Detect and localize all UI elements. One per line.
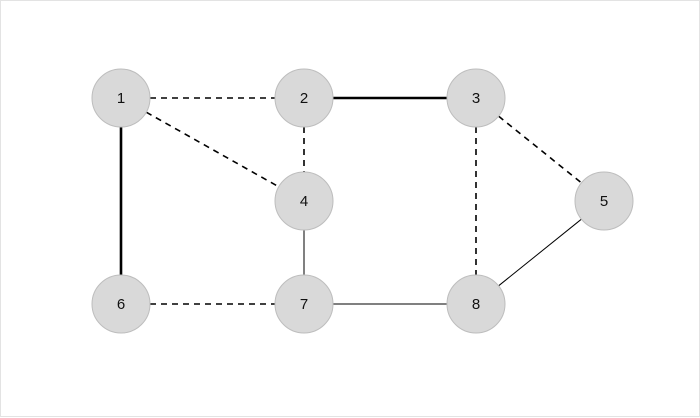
node-8: 8 [446,274,506,334]
node-5: 5 [574,171,634,231]
node-circle-4 [274,171,334,231]
node-7: 7 [274,274,334,334]
node-label-5: 5 [600,193,608,210]
node-circle-7 [274,274,334,334]
node-circle-5 [574,171,634,231]
edge-1-4 [145,111,280,188]
node-label-7: 7 [300,296,308,313]
node-circle-6 [91,274,151,334]
node-1: 1 [91,68,151,128]
node-2: 2 [274,68,334,128]
node-4: 4 [274,171,334,231]
node-label-4: 4 [300,193,308,210]
node-label-1: 1 [117,90,125,107]
nodes-layer: 1 2 3 4 5 6 7 8 [91,68,634,334]
edge-8-5 [498,218,582,287]
edge-3-5 [498,115,582,184]
node-circle-3 [446,68,506,128]
node-label-3: 3 [472,90,480,107]
node-circle-2 [274,68,334,128]
edges-layer [119,96,582,305]
node-3: 3 [446,68,506,128]
node-circle-1 [91,68,151,128]
node-circle-8 [446,274,506,334]
node-label-8: 8 [472,296,480,313]
node-label-2: 2 [300,90,308,107]
node-6: 6 [91,274,151,334]
node-label-6: 6 [117,296,125,313]
